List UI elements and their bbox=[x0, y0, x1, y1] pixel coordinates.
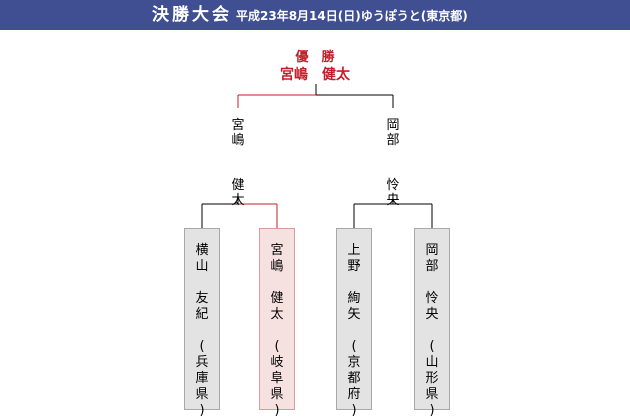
event-date-venue: 平成23年8月14日(日)ゆうぽうと(東京都) bbox=[236, 9, 468, 23]
player-name: 宮 嶋 健 太 ( 岐 阜 県 ) bbox=[270, 243, 284, 418]
semifinalist-left: 宮 嶋 健 太 bbox=[231, 118, 245, 208]
page-title: 決勝大会 bbox=[152, 5, 232, 25]
winner-name: 宮嶋 健太 bbox=[280, 67, 350, 83]
winner-label: 優 勝 bbox=[295, 50, 335, 65]
player-card: 岡 部 怜 央 ( 山 形 県 ) bbox=[414, 228, 450, 418]
player-card: 上 野 絢 矢 ( 京 都 府 ) bbox=[336, 228, 372, 418]
player-name: 岡 部 怜 央 ( 山 形 県 ) bbox=[425, 243, 439, 418]
player-name: 横 山 友 紀 ( 兵 庫 県 ) bbox=[195, 243, 209, 418]
header-bar: 決勝大会 平成23年8月14日(日)ゆうぽうと(東京都) bbox=[0, 0, 630, 30]
bracket-lines bbox=[201, 84, 433, 228]
player-name: 上 野 絢 矢 ( 京 都 府 ) bbox=[347, 243, 361, 418]
semifinalist-right: 岡 部 怜 央 bbox=[386, 118, 400, 208]
player-card: 横 山 友 紀 ( 兵 庫 県 ) bbox=[184, 228, 220, 418]
player-card-champion: 宮 嶋 健 太 ( 岐 阜 県 ) bbox=[259, 228, 295, 418]
